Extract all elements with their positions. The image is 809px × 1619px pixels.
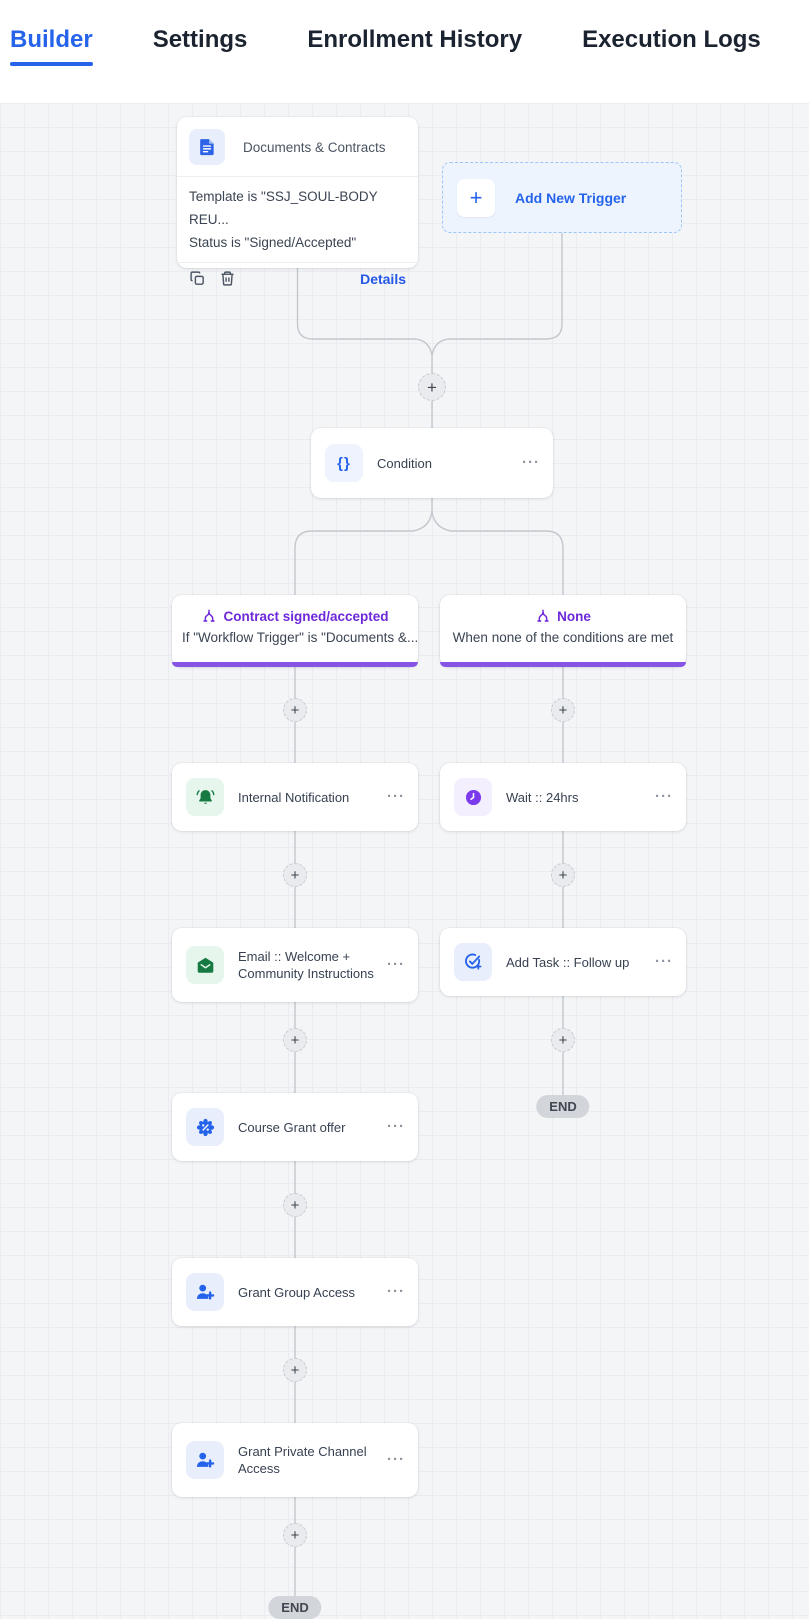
action-title: Grant Group Access [238,1284,356,1300]
clock-icon [454,778,492,816]
branch-card-none[interactable]: None When none of the conditions are met [440,595,686,667]
add-action-node[interactable]: + [283,1193,307,1217]
add-action-node[interactable]: + [283,698,307,722]
condition-title: Condition [377,455,432,471]
add-action-node[interactable]: + [283,1358,307,1382]
tab-execution-logs[interactable]: Execution Logs [582,26,761,53]
branch-accent-bar [172,662,418,667]
trigger-filter-status: Status is "Signed/Accepted" [189,235,357,250]
tab-builder[interactable]: Builder [10,26,93,76]
add-action-node[interactable]: + [283,1028,307,1052]
trigger-filter-template: Template is "SSJ_SOUL-BODY REU... [189,189,378,227]
offer-badge-icon [186,1108,224,1146]
add-new-trigger-button[interactable]: + Add New Trigger [442,162,682,233]
mail-open-icon [186,946,224,984]
add-action-node[interactable]: + [418,373,446,401]
branch-subtitle: If "Workflow Trigger" is "Documents &... [182,630,419,645]
action-menu-button[interactable]: ··· [387,1283,405,1300]
action-card-grant-group-access[interactable]: Grant Group Access ··· [172,1258,418,1326]
trash-icon[interactable] [219,270,236,287]
action-title: Add Task :: Follow up [506,954,630,970]
trigger-card-footer: Details [177,263,418,294]
action-menu-button[interactable]: ··· [387,956,405,973]
branch-title: None [557,608,591,624]
action-title: Course Grant offer [238,1119,346,1135]
plus-icon: + [457,178,495,217]
tab-settings[interactable]: Settings [152,26,248,53]
action-menu-button[interactable]: ··· [387,1451,405,1468]
action-menu-button[interactable]: ··· [387,788,405,805]
braces-icon: {} [325,444,363,482]
branch-accent-bar [440,662,686,667]
condition-card[interactable]: {} Condition ··· [311,428,553,498]
action-title: Wait :: 24hrs [506,789,579,805]
action-card-email-welcome[interactable]: Email :: Welcome + Community Instruction… [172,928,418,1002]
add-new-trigger-label: Add New Trigger [515,189,627,206]
add-action-node[interactable]: + [551,1028,575,1052]
connector-lines [294,233,564,1597]
tab-enrollment-history[interactable]: Enrollment History [307,26,523,53]
condition-menu-button[interactable]: ··· [522,454,540,471]
action-menu-button[interactable]: ··· [655,788,673,805]
workflow-tabbar: Builder Settings Enrollment History Exec… [0,0,809,103]
action-card-wait-24hrs[interactable]: Wait :: 24hrs ··· [440,763,686,831]
branch-icon [203,609,216,622]
action-title: Email :: Welcome + Community Instruction… [238,949,374,981]
add-action-node[interactable]: + [283,863,307,887]
branch-subtitle: When none of the conditions are met [452,630,674,645]
add-action-node[interactable]: + [551,863,575,887]
bell-ring-icon [186,778,224,816]
action-menu-button[interactable]: ··· [655,953,673,970]
divider [177,262,418,263]
branch-icon [537,609,549,622]
trigger-card-header: Documents & Contracts [177,117,418,176]
details-link[interactable]: Details [360,270,406,287]
action-menu-button[interactable]: ··· [387,1118,405,1135]
action-card-internal-notification[interactable]: Internal Notification ··· [172,763,418,831]
add-action-node[interactable]: + [551,698,575,722]
document-icon [189,129,225,165]
user-plus-icon [186,1441,224,1479]
action-card-add-task-follow-up[interactable]: Add Task :: Follow up ··· [440,928,686,996]
branch-title: Contract signed/accepted [223,608,389,624]
action-title: Internal Notification [238,789,350,805]
copy-icon[interactable] [189,270,206,287]
trigger-title: Documents & Contracts [243,139,386,155]
action-title: Grant Private Channel Access [238,1444,367,1476]
divider [177,176,418,177]
workflow-canvas[interactable]: Documents & Contracts Template is "SSJ_S… [0,103,809,1619]
end-node: END [536,1095,590,1118]
branch-card-contract-signed[interactable]: Contract signed/accepted If "Workflow Tr… [172,595,418,667]
end-node: END [268,1596,322,1619]
trigger-card-documents-contracts[interactable]: Documents & Contracts Template is "SSJ_S… [177,117,418,287]
action-card-grant-private-channel-access[interactable]: Grant Private Channel Access ··· [172,1423,418,1497]
user-plus-icon [186,1273,224,1311]
trigger-filters: Template is "SSJ_SOUL-BODY REU... Status… [177,177,418,262]
action-card-course-grant-offer[interactable]: Course Grant offer ··· [172,1093,418,1161]
task-check-plus-icon [454,943,492,981]
add-action-node[interactable]: + [283,1523,307,1547]
